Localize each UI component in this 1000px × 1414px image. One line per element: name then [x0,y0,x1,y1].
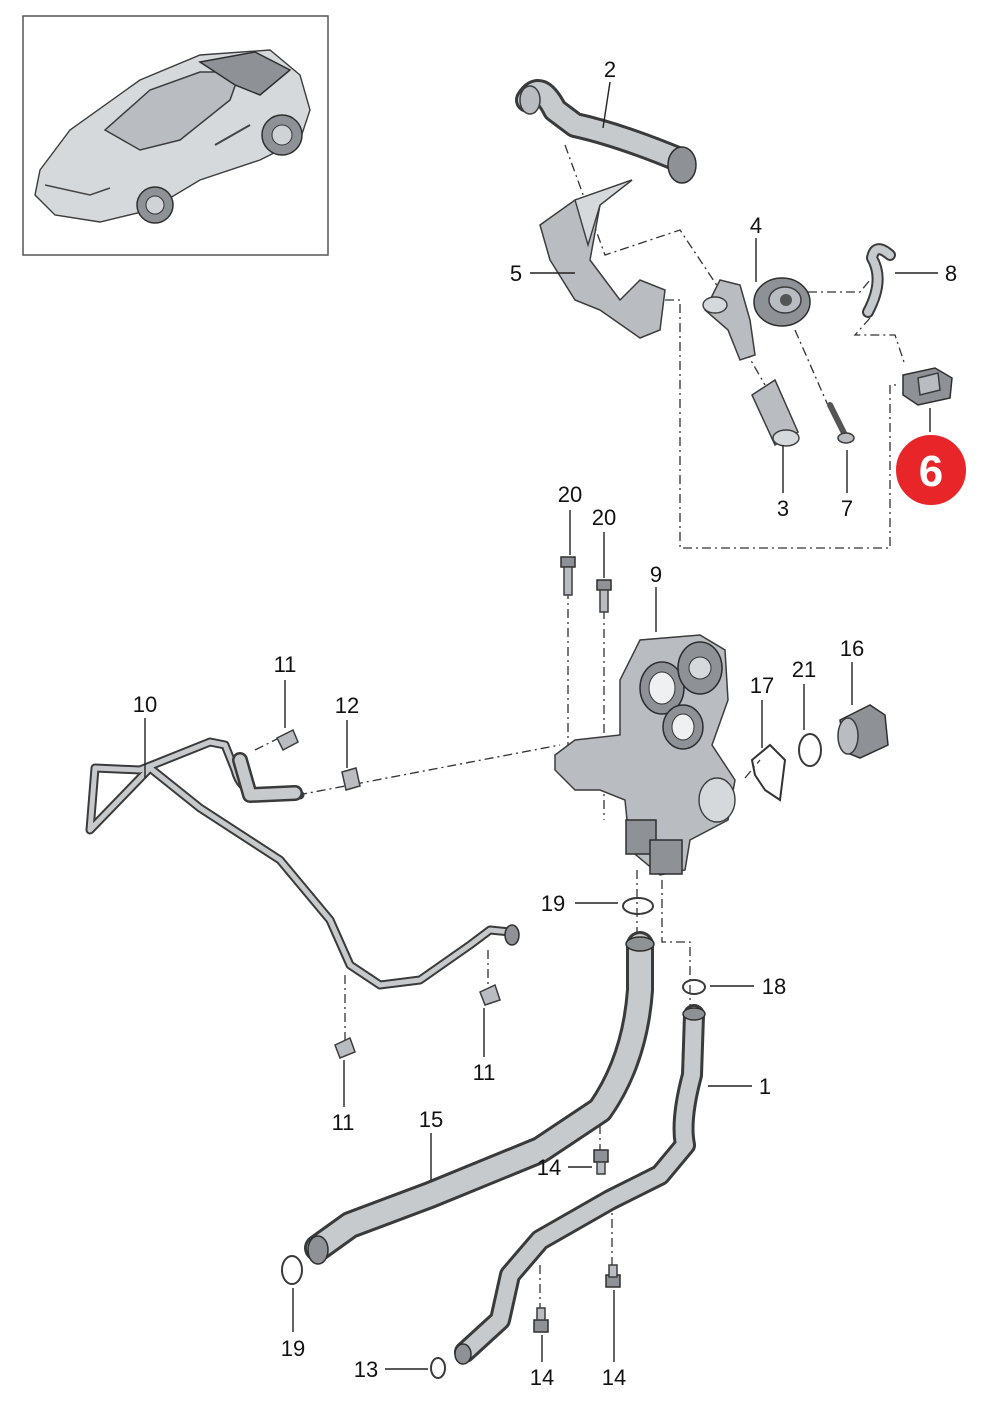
leader-lines [144,81,938,1370]
callout-20-a: 20 [558,482,582,507]
callout-11-a: 11 [274,652,297,677]
callout-21: 21 [792,657,816,682]
callout-13: 13 [354,1357,378,1382]
callout-1: 1 [759,1074,771,1099]
part-8-hose [862,243,896,318]
callout-18: 18 [762,974,786,999]
part-5-bracket [539,179,666,339]
callout-2: 2 [604,57,616,82]
callout-15: 15 [419,1107,443,1132]
connection-lines [254,144,906,1310]
part-16-cap [837,704,889,759]
callout-3: 3 [777,496,789,521]
part-2-hose [515,79,697,184]
callout-labels: 2 4 5 8 3 7 20 20 9 11 12 10 17 21 16 19… [133,57,957,1390]
part-11-clips [275,728,501,1059]
part-7-pin [827,402,855,444]
callout-19-b: 19 [281,1336,305,1361]
part-14-bolts [533,1149,621,1333]
part-4-valve [702,277,811,361]
part-12-clip [341,767,361,791]
callout-11-c: 11 [332,1110,355,1135]
callout-20-b: 20 [592,505,616,530]
callout-14-b: 14 [530,1365,554,1390]
callout-12: 12 [335,693,359,718]
callout-5: 5 [510,261,522,286]
callout-14-a: 14 [537,1155,561,1180]
orings [281,897,706,1379]
part-20-bolts [560,556,612,613]
callout-14-c: 14 [602,1365,626,1390]
callout-17: 17 [750,673,774,698]
callout-16: 16 [840,636,864,661]
callout-11-b: 11 [473,1060,496,1085]
part-3-connector [751,378,800,447]
part-10-pipe [85,737,520,990]
part-1-pipe [454,1004,706,1365]
callout-19-a: 19 [541,891,565,916]
highlight-badge-number: 6 [919,447,943,496]
part-21-oring [798,733,822,767]
callout-4: 4 [750,213,762,238]
vehicle-thumbnail [22,15,329,256]
part-15-pipe [304,931,655,1265]
part-6-sensor [902,367,953,406]
highlight-badge: 6 [894,433,968,507]
part-17-seal [750,743,787,802]
callout-7: 7 [841,496,853,521]
part-9-housing [554,634,736,876]
callout-10: 10 [133,692,157,717]
callout-9: 9 [650,562,662,587]
callout-8: 8 [945,261,957,286]
